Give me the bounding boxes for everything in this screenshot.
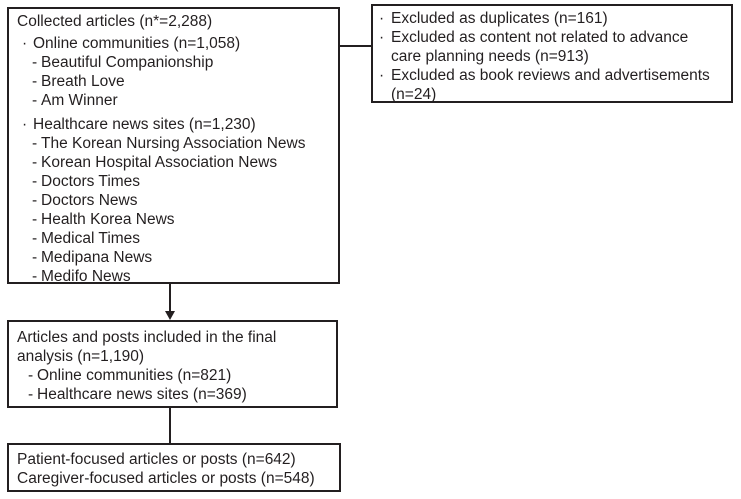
- exclusion-item: · Excluded as content not related to adv…: [379, 28, 727, 66]
- online-communities-label: Online communities (n=1,058): [33, 35, 241, 52]
- patient-focused-count: Patient-focused articles or posts (n=642…: [17, 451, 296, 468]
- list-item: - Doctors Times: [17, 172, 332, 191]
- list-item: - Beautiful Companionship: [17, 53, 332, 72]
- list-item: - Breath Love: [17, 72, 332, 91]
- exclusion-text: care planning needs (n=913): [391, 48, 589, 65]
- list-item: - Health Korea News: [17, 210, 332, 229]
- arrow-collected-to-included-shaft: [169, 284, 171, 312]
- included-articles-box: Articles and posts included in the final…: [7, 320, 338, 408]
- bullet-marker: ·: [379, 67, 385, 84]
- included-count: Online communities (n=821): [37, 367, 232, 384]
- healthcare-news-group: · Healthcare news sites (n=1,230) - The …: [17, 115, 332, 286]
- dash-marker: -: [32, 230, 38, 247]
- bullet-marker: ·: [379, 10, 385, 27]
- dash-marker: -: [28, 386, 34, 403]
- exclusion-text: (n=24): [391, 86, 437, 103]
- exclusion-item: · Excluded as book reviews and advertise…: [379, 66, 727, 104]
- caregiver-focused-count: Caregiver-focused articles or posts (n=5…: [17, 470, 315, 487]
- dash-marker: -: [32, 54, 38, 71]
- online-communities-group: · Online communities (n=1,058) - Beautif…: [17, 34, 332, 110]
- news-site-name: Doctors Times: [41, 173, 141, 190]
- bullet-marker: ·: [22, 116, 28, 133]
- news-site-name: Health Korea News: [41, 211, 175, 228]
- list-item: - Doctors News: [17, 191, 332, 210]
- news-site-name: The Korean Nursing Association News: [41, 135, 306, 152]
- final-categories-box: Patient-focused articles or posts (n=642…: [7, 443, 341, 492]
- community-name: Breath Love: [41, 73, 125, 90]
- list-item: - Korean Hospital Association News: [17, 153, 332, 172]
- dash-marker: -: [32, 154, 38, 171]
- collected-articles-title: Collected articles (n*=2,288): [17, 13, 213, 30]
- arrow-down-icon: [165, 311, 175, 320]
- connector-included-to-final: [169, 408, 171, 443]
- exclusion-text: Excluded as content not related to advan…: [391, 29, 689, 46]
- news-site-name: Medical Times: [41, 230, 141, 247]
- dash-marker: -: [32, 211, 38, 228]
- exclusion-text: Excluded as book reviews and advertiseme…: [391, 67, 710, 84]
- list-item: - Healthcare news sites (n=369): [17, 385, 330, 404]
- dash-marker: -: [32, 249, 38, 266]
- news-site-name: Medifo News: [41, 268, 131, 285]
- list-item: - Online communities (n=821): [17, 366, 330, 385]
- dash-marker: -: [32, 268, 38, 285]
- dash-marker: -: [32, 173, 38, 190]
- dash-marker: -: [32, 192, 38, 209]
- dash-marker: -: [32, 135, 38, 152]
- included-count: Healthcare news sites (n=369): [37, 386, 247, 403]
- included-title-line: analysis (n=1,190): [17, 348, 145, 365]
- collected-articles-box: Collected articles (n*=2,288) · Online c…: [7, 7, 340, 286]
- healthcare-news-label-row: · Healthcare news sites (n=1,230): [17, 115, 332, 134]
- connector-collected-to-excluded: [340, 45, 371, 47]
- community-name: Am Winner: [41, 92, 118, 109]
- exclusion-item: · Excluded as duplicates (n=161): [379, 9, 727, 28]
- community-name: Beautiful Companionship: [41, 54, 214, 71]
- list-item: - Medifo News: [17, 267, 332, 286]
- list-item: - Am Winner: [17, 91, 332, 110]
- bullet-marker: ·: [22, 35, 28, 52]
- excluded-articles-box: · Excluded as duplicates (n=161) · Exclu…: [371, 4, 733, 103]
- list-item: - Medipana News: [17, 248, 332, 267]
- news-site-name: Korean Hospital Association News: [41, 154, 278, 171]
- healthcare-news-label: Healthcare news sites (n=1,230): [33, 116, 256, 133]
- news-site-name: Medipana News: [41, 249, 153, 266]
- list-item: - Medical Times: [17, 229, 332, 248]
- bullet-marker: ·: [379, 29, 385, 46]
- list-item: - The Korean Nursing Association News: [17, 134, 332, 153]
- online-communities-label-row: · Online communities (n=1,058): [17, 34, 332, 53]
- dash-marker: -: [28, 367, 34, 384]
- dash-marker: -: [32, 73, 38, 90]
- included-title-line: Articles and posts included in the final: [17, 329, 277, 346]
- dash-marker: -: [32, 92, 38, 109]
- exclusion-text: Excluded as duplicates (n=161): [391, 10, 608, 27]
- news-site-name: Doctors News: [41, 192, 138, 209]
